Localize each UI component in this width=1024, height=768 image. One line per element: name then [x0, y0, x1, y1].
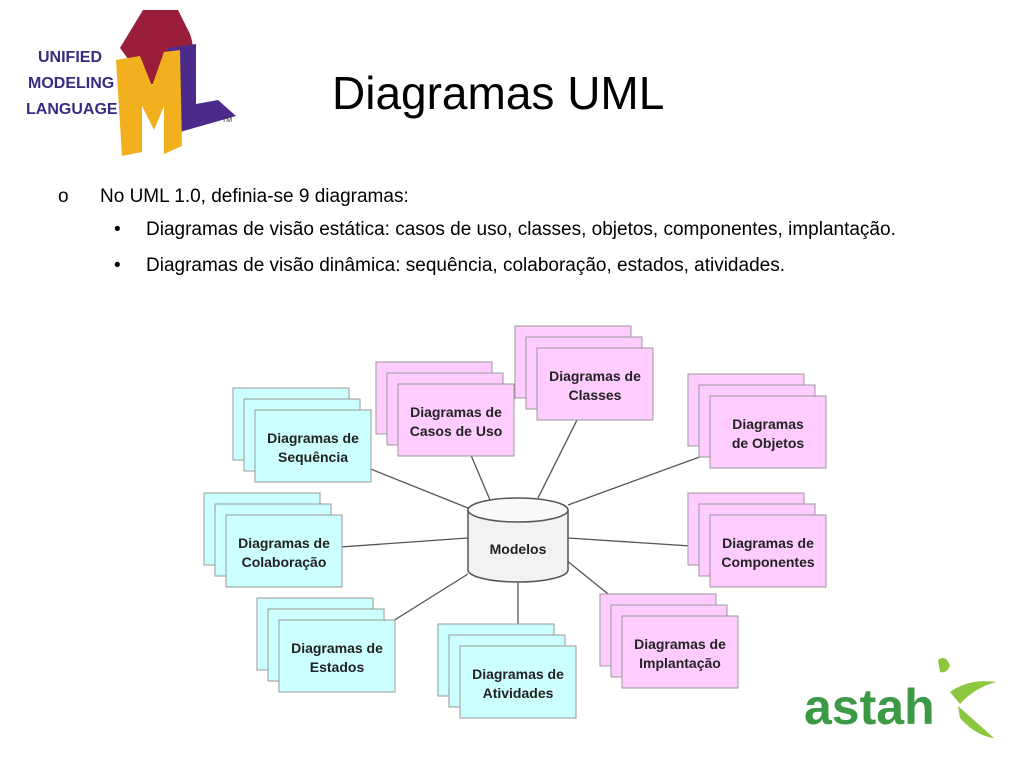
node-card-front	[621, 615, 739, 689]
diagram-node-atividades: Diagramas de Atividades	[437, 623, 577, 719]
node-label: Diagramas de	[634, 636, 726, 652]
node-card-front	[225, 514, 343, 588]
node-card-front	[459, 645, 577, 719]
astah-wordmark: astah	[804, 679, 935, 735]
uml-logo: UNIFIED MODELING LANGUAGE TM	[26, 10, 236, 156]
bullet-level1: o No UML 1.0, definia-se 9 diagramas:	[58, 186, 968, 208]
node-label: Colaboração	[242, 554, 327, 570]
bullet-dynamic-text: Diagramas de visão dinâmica: sequência, …	[146, 255, 785, 276]
node-label: Diagramas de	[410, 404, 502, 420]
hollow-circle-bullet-icon: o	[58, 186, 69, 207]
center-database: Modelos	[467, 497, 569, 583]
uml-logo-unified: UNIFIED	[38, 49, 102, 66]
bullet-static-text: Diagramas de visão estática: casos de us…	[146, 219, 896, 240]
node-label: Diagramas de	[238, 535, 330, 551]
uml-logo-modeling: MODELING	[28, 75, 114, 92]
node-label: Diagramas de	[549, 368, 641, 384]
node-label: Componentes	[721, 554, 815, 570]
node-card-front	[278, 619, 396, 693]
node-label: Implantação	[639, 655, 721, 671]
database-cylinder-icon	[467, 510, 569, 583]
astah-swoosh-icon	[950, 681, 996, 704]
node-label: Atividades	[483, 685, 554, 701]
uml-logo-l-shape	[168, 44, 236, 134]
diagram-node-colaboracao: Diagramas de Colaboração	[203, 492, 343, 588]
astah-swoosh-icon	[938, 658, 950, 673]
astah-swoosh-icon	[958, 706, 994, 738]
bullet-dot-icon: •	[114, 255, 121, 276]
uml-logo-m-shape	[116, 50, 182, 156]
node-card-front	[397, 383, 515, 457]
node-card-front	[254, 409, 372, 483]
bullet-dot-icon: •	[114, 219, 121, 240]
database-cylinder-top	[467, 497, 569, 523]
node-label: Diagramas de	[291, 640, 383, 656]
uml-logo-language: LANGUAGE	[26, 101, 118, 118]
bullet-list: o No UML 1.0, definia-se 9 diagramas: • …	[58, 186, 968, 288]
node-label: Sequência	[278, 449, 348, 465]
bullet-level2-dynamic: • Diagramas de visão dinâmica: sequência…	[58, 252, 968, 280]
diagram-node-componentes: Diagramas de Componentes	[687, 492, 827, 588]
node-label: Diagramas de	[722, 535, 814, 551]
diagram-node-sequencia: Diagramas de Sequência	[232, 387, 372, 483]
node-label: Estados	[310, 659, 365, 675]
node-label: Diagramas de	[267, 430, 359, 446]
bullet-level1-text: No UML 1.0, definia-se 9 diagramas:	[100, 186, 409, 207]
node-label: de Objetos	[732, 435, 805, 451]
node-label: Diagramas	[732, 416, 804, 432]
diagram-node-classes: Diagramas de Classes	[514, 325, 654, 421]
node-card-front	[709, 395, 827, 469]
node-card-front	[536, 347, 654, 421]
diagram-node-estados: Diagramas de Estados	[256, 597, 396, 693]
bullet-level2-static: • Diagramas de visão estática: casos de …	[58, 216, 968, 244]
node-card-front	[709, 514, 827, 588]
center-label: Modelos	[490, 541, 547, 557]
diagram-node-casos-de-uso: Diagramas de Casos de Uso	[375, 361, 515, 457]
node-label: Classes	[569, 387, 622, 403]
node-label: Diagramas de	[472, 666, 564, 682]
slide-title: Diagramas UML	[332, 67, 665, 119]
diagram-node-implantacao: Diagramas de Implantação	[599, 593, 739, 689]
node-label: Casos de Uso	[410, 423, 503, 439]
uml-logo-tm: TM	[222, 117, 232, 124]
astah-logo: astah	[804, 658, 996, 738]
diagram-node-objetos: Diagramas de Objetos	[687, 373, 827, 469]
